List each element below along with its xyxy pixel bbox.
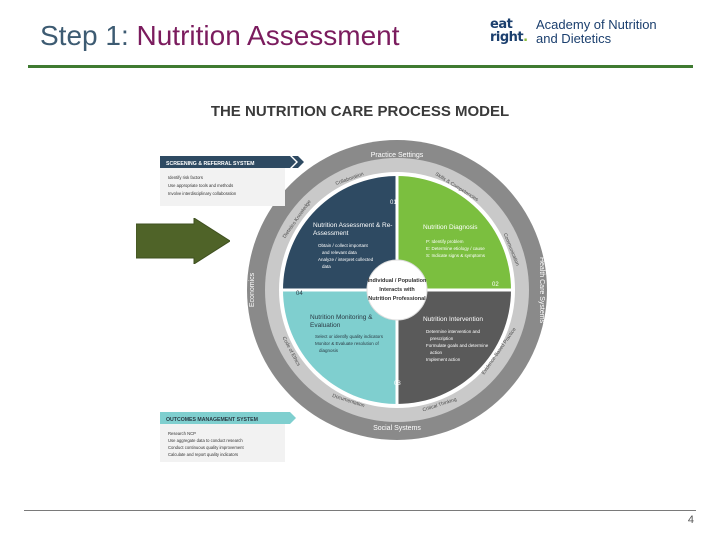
- screening-bullet-1: Identify risk factors: [168, 175, 203, 180]
- monitoring-bullet-2: Monitor & Evaluate resolution of: [315, 341, 380, 346]
- right-arrow-icon: [136, 218, 230, 264]
- assessment-bullet-3: Analyze / interpret collected: [318, 257, 374, 262]
- screening-bullet-3: Involve interdisciplinary collaboration: [168, 191, 237, 196]
- assessment-title-2: Assessment: [313, 230, 349, 237]
- academy-name: Academy of Nutrition and Dietetics: [536, 18, 657, 46]
- screening-chevron-icon: [292, 156, 304, 168]
- intervention-bullet-2: prescription: [430, 336, 454, 341]
- monitoring-title-1: Nutrition Monitoring &: [310, 314, 373, 321]
- assessment-number: 01: [390, 200, 397, 206]
- screening-bullet-2: Use appropriate tools and methods: [168, 183, 233, 188]
- label-health-care-systems: Health Care Systems: [538, 257, 545, 324]
- academy-logo: eat right. Academy of Nutrition and Diet…: [490, 16, 690, 56]
- nutrition-care-process-figure: THE NUTRITION CARE PROCESS MODEL Individ…: [160, 103, 547, 462]
- outcomes-bullet-4: Calculate and report quality indicators: [168, 452, 238, 457]
- monitoring-title-2: Evaluation: [310, 322, 341, 329]
- diagnosis-bullet-1: P: Identify problem: [426, 239, 464, 244]
- title-step: Step 1:: [40, 20, 137, 51]
- label-social-systems: Social Systems: [373, 425, 421, 432]
- intervention-bullet-3: Formulate goals and determine: [426, 343, 489, 348]
- outcomes-header: OUTCOMES MANAGEMENT SYSTEM: [166, 417, 258, 423]
- monitoring-bullet-3: diagnosis: [319, 348, 339, 353]
- diagnosis-number: 02: [492, 282, 499, 288]
- center-circle: [366, 259, 428, 321]
- outcomes-bullet-2: Use aggregate data to conduct research: [168, 438, 243, 443]
- intervention-bullet-4: action: [430, 350, 443, 355]
- center-line3: Nutrition Professional: [368, 296, 426, 302]
- title-topic: Nutrition Assessment: [136, 20, 400, 51]
- slide-title: Step 1: Nutrition Assessment: [40, 20, 400, 52]
- quadrant-intervention: [397, 290, 511, 404]
- footer-divider: [24, 510, 696, 511]
- diagnosis-title: Nutrition Diagnosis: [423, 224, 478, 231]
- title-divider: [28, 65, 693, 68]
- monitoring-bullet-1: Select or identify quality indicators: [315, 334, 384, 339]
- assessment-bullet-4: data: [322, 264, 331, 269]
- intervention-number: 03: [394, 381, 401, 387]
- screening-header: SCREENING & REFERRAL SYSTEM: [166, 161, 254, 167]
- logo-right: right: [490, 30, 524, 45]
- outcomes-bullet-3: Conduct continuous quality improvement: [168, 445, 244, 450]
- academy-name-line2: and Dietetics: [536, 31, 612, 46]
- label-practice-settings: Practice Settings: [371, 152, 424, 159]
- outcomes-header-bar: [160, 412, 296, 424]
- intervention-bullet-5: Implement action: [426, 357, 461, 362]
- outcomes-bullet-1: Research NCP: [168, 431, 196, 436]
- assessment-bullet-1: Obtain / collect important: [318, 243, 369, 248]
- arrow-shape: [136, 218, 230, 264]
- label-economics: Economics: [249, 272, 256, 307]
- academy-name-line1: Academy of Nutrition: [536, 17, 657, 32]
- quadrant-assessment: [283, 176, 397, 290]
- monitoring-number: 04: [296, 291, 303, 297]
- diagnosis-bullet-2: E: Determine etiology / cause: [426, 246, 485, 251]
- quadrant-monitoring: [283, 290, 397, 404]
- intervention-bullet-1: Determine intervention and: [426, 329, 481, 334]
- diagnosis-bullet-3: S: Indicate signs & symptoms: [426, 253, 486, 258]
- screening-header-bar: [160, 156, 296, 168]
- logo-eat: eat: [490, 17, 513, 32]
- center-line2: Interacts with: [379, 287, 415, 293]
- assessment-bullet-2: and relevant data: [322, 250, 357, 255]
- intervention-title: Nutrition Intervention: [423, 316, 483, 323]
- assessment-title-1: Nutrition Assessment & Re-: [313, 222, 392, 229]
- quadrant-diagnosis: [397, 176, 511, 290]
- page-number: 4: [687, 514, 694, 526]
- model-heading: THE NUTRITION CARE PROCESS MODEL: [211, 103, 509, 120]
- center-line1: Individual / Population: [368, 278, 427, 284]
- logo-dot: .: [523, 30, 528, 45]
- eat-right-logo: eat right.: [490, 18, 528, 44]
